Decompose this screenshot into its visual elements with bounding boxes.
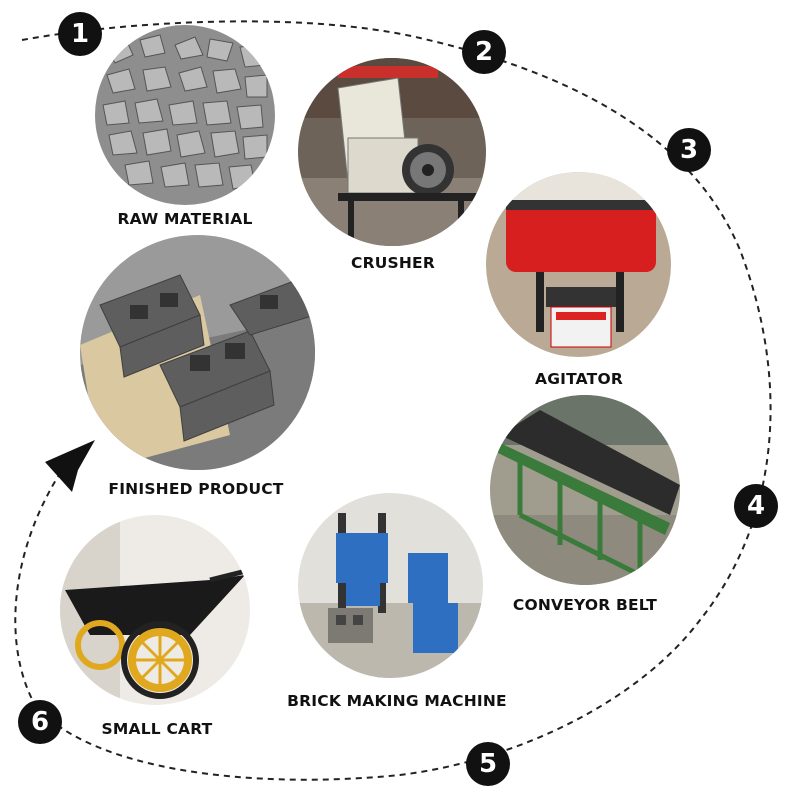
step-6-badge: 6 [18, 700, 62, 744]
step-4-label: CONVEYOR BELT [512, 596, 658, 614]
belt-conveyor-photo [490, 395, 680, 585]
flow-arrow-icon [45, 440, 95, 492]
step-2-badge: 2 [462, 30, 506, 74]
wheelbarrow-photo [60, 515, 250, 705]
step-2-label: CRUSHER [351, 254, 435, 272]
gravel-photo [95, 25, 275, 205]
step-1-badge: 1 [58, 12, 102, 56]
step-5-badge: 5 [466, 742, 510, 786]
step-3-label: AGITATOR [535, 370, 623, 388]
finished-product-label: FINISHED PRODUCT [108, 480, 284, 498]
step-1-label: RAW MATERIAL [117, 210, 253, 228]
block-machine-photo [298, 493, 483, 678]
step-4-badge: 4 [734, 484, 778, 528]
step-3-badge: 3 [667, 128, 711, 172]
step-5-label: BRICK MAKING MACHINE [287, 692, 507, 710]
hollow-blocks-photo [80, 235, 315, 470]
hammer-crusher-photo [298, 58, 486, 246]
step-6-label: SMALL CART [101, 720, 213, 738]
pan-mixer-photo [486, 172, 671, 357]
